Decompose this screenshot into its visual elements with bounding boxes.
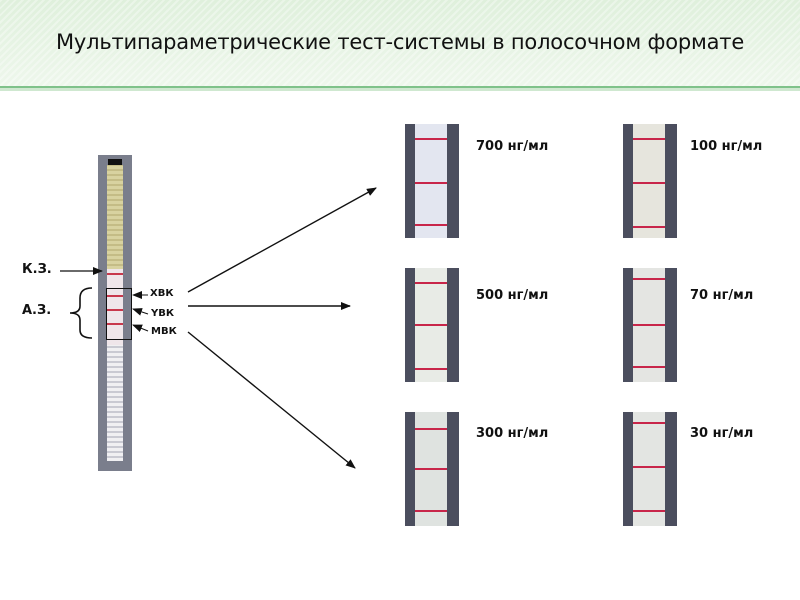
- arrow-to-bottom-row: [187, 331, 356, 469]
- test-line-3: [107, 323, 123, 325]
- test-line-1: [107, 295, 123, 297]
- test-line-2: [107, 309, 123, 311]
- strip-band: [415, 510, 447, 512]
- strip-band: [633, 182, 665, 184]
- strip-band: [633, 466, 665, 468]
- strip-photo-pad: [633, 412, 665, 526]
- control-zone-label: К.З.: [22, 262, 52, 277]
- strip-band: [415, 324, 447, 326]
- slide-title: Мультипараметрические тест-системы в пол…: [55, 30, 745, 54]
- line-2-label: ҮВК: [151, 308, 175, 319]
- arrow-to-top-row: [187, 187, 377, 293]
- analytical-zone-label: А.З.: [22, 303, 52, 318]
- concentration-label: 300 нг/мл: [476, 426, 549, 441]
- strip-photo-300: [405, 412, 459, 526]
- concentration-label: 30 нг/мл: [690, 426, 754, 441]
- strip-band: [633, 226, 665, 228]
- strip-band: [633, 324, 665, 326]
- strip-band: [415, 468, 447, 470]
- strip-band: [415, 138, 447, 140]
- strip-band: [633, 422, 665, 424]
- strip-absorbent-pad: [107, 345, 123, 461]
- strip-band: [415, 224, 447, 226]
- analytical-zone-brace: [69, 287, 93, 339]
- strip-cap: [108, 159, 122, 165]
- control-line: [107, 273, 123, 275]
- main-test-strip: [98, 155, 132, 471]
- concentration-label: 500 нг/мл: [476, 288, 549, 303]
- strip-band: [633, 510, 665, 512]
- strip-band: [633, 366, 665, 368]
- strip-band: [415, 428, 447, 430]
- line-3-pointer: [132, 324, 149, 333]
- strip-sample-pad: [107, 165, 123, 269]
- line-2-pointer: [132, 308, 149, 316]
- line-1-label: ХВК: [150, 288, 174, 299]
- line-3-label: МВК: [151, 326, 177, 337]
- strip-photo-pad: [633, 124, 665, 238]
- analytical-zone-frame: [106, 288, 132, 340]
- strip-band: [633, 138, 665, 140]
- strip-band: [633, 278, 665, 280]
- strip-photo-100: [623, 124, 677, 238]
- concentration-label: 70 нг/мл: [690, 288, 754, 303]
- strip-band: [415, 282, 447, 284]
- strip-photo-70: [623, 268, 677, 382]
- concentration-label: 700 нг/мл: [476, 139, 549, 154]
- strip-photo-700: [405, 124, 459, 238]
- concentration-label: 100 нг/мл: [690, 139, 763, 154]
- strip-photo-30: [623, 412, 677, 526]
- strip-photo-pad: [415, 124, 447, 238]
- strip-band: [415, 368, 447, 370]
- strip-photo-500: [405, 268, 459, 382]
- strip-band: [415, 182, 447, 184]
- slide-header: [0, 0, 800, 88]
